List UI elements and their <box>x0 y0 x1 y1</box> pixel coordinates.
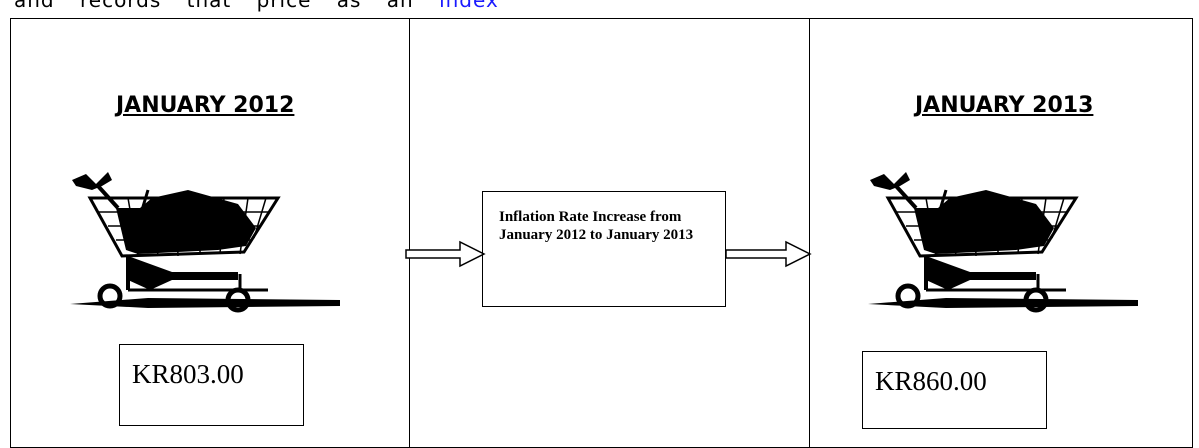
left-price-box: KR803.00 <box>119 344 304 426</box>
shopping-cart-icon <box>70 172 340 313</box>
shopping-cart-icon <box>868 172 1138 313</box>
right-period-title: JANUARY 2013 <box>915 93 1094 118</box>
index-link[interactable]: index <box>439 0 499 12</box>
divider-left <box>409 18 410 448</box>
right-price-box: KR860.00 <box>862 351 1047 429</box>
intro-line: and records that price as an index <box>14 0 499 12</box>
inflation-rate-box: Inflation Rate Increase from January 201… <box>482 191 726 307</box>
left-period-title: JANUARY 2012 <box>116 93 295 118</box>
right-arrow-icon <box>405 240 486 268</box>
intro-text: and records that price as an <box>14 0 414 12</box>
right-arrow-icon <box>725 240 812 268</box>
divider-right <box>809 18 810 448</box>
